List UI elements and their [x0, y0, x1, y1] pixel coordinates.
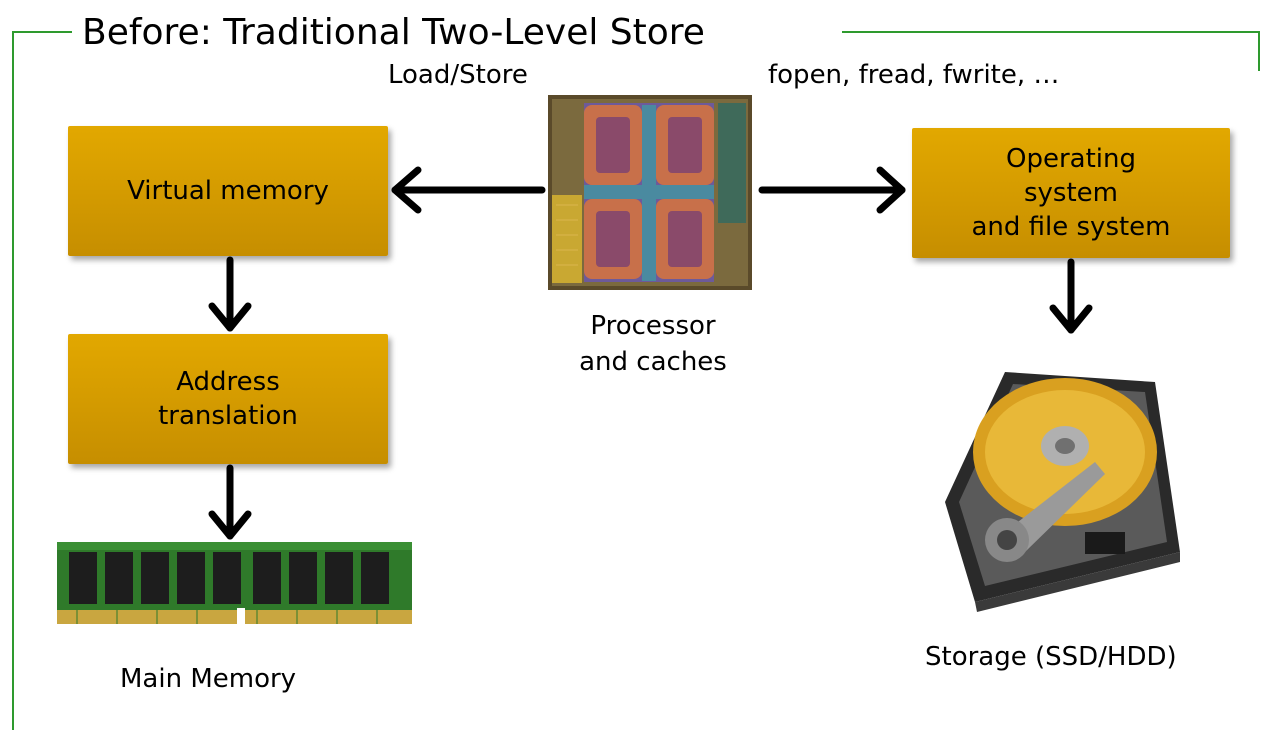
main-memory-label: Main Memory	[120, 664, 297, 694]
virtual-memory-label: Virtual memory	[127, 176, 329, 206]
load-store-label: Load/Store	[388, 60, 528, 90]
os-filesystem-box: Operating system and file system	[912, 128, 1230, 258]
address-translation-label: Address translation	[158, 367, 298, 431]
file-calls-label: fopen, fread, fwrite, …	[768, 60, 1060, 90]
storage-label: Storage (SSD/HDD)	[925, 642, 1177, 672]
frame-top-left	[12, 31, 72, 33]
os-filesystem-label: Operating system and file system	[971, 144, 1171, 242]
address-translation-box: Address translation	[68, 334, 388, 464]
virtual-memory-box: Virtual memory	[68, 126, 388, 256]
frame-left	[12, 31, 14, 730]
dimm-image	[57, 542, 412, 626]
arrow-to-os-head	[876, 166, 906, 214]
processor-die-image	[548, 95, 752, 290]
hard-disk-image	[945, 372, 1180, 612]
arrow-to-virtual-memory-head	[391, 166, 422, 214]
frame-right	[1258, 31, 1260, 71]
arrow-os-to-storage-head	[1049, 304, 1093, 334]
processor-label: Processor and caches	[579, 311, 727, 377]
arrow-at-to-memory-head	[208, 510, 252, 540]
slide-title: Before: Traditional Two-Level Store	[78, 8, 709, 58]
frame-top-right	[842, 31, 1260, 33]
arrow-vm-to-at-head	[208, 302, 252, 332]
